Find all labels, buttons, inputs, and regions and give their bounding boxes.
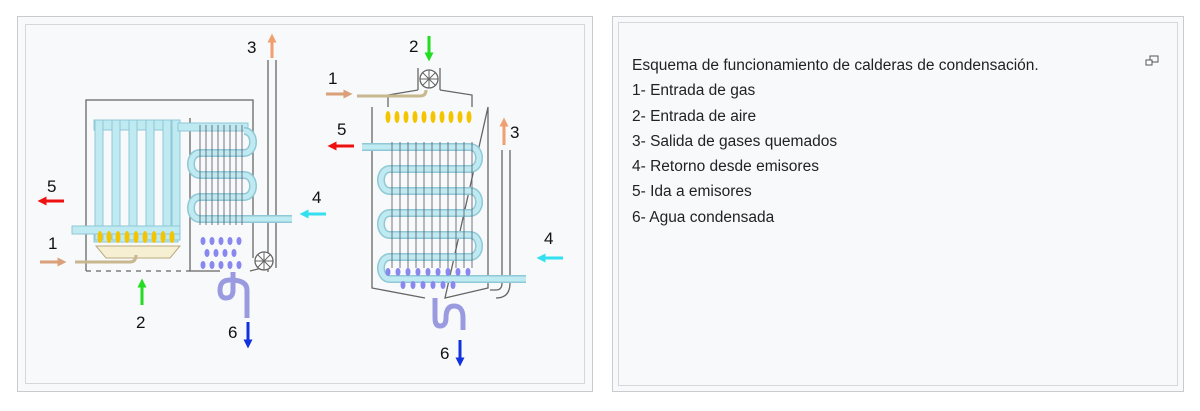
left-label-5: 5: [47, 177, 56, 196]
right-flue-pipe: [490, 150, 511, 299]
caption-item: 1- Entrada de gas: [632, 82, 756, 100]
magnify-icon[interactable]: [1145, 55, 1159, 67]
condensing-boiler-diagram[interactable]: 3 5 4 1 2 6 2 1 5 3 4 6: [0, 0, 600, 411]
caption-item: 4- Retorno desde emisores: [632, 158, 819, 176]
left-radiator: [71, 119, 292, 243]
diagram-panel: [17, 16, 593, 392]
left-label-1: 1: [48, 234, 57, 253]
left-label-3: 3: [247, 38, 256, 57]
right-fins: [391, 142, 473, 268]
left-label-2: 2: [136, 313, 145, 332]
right-label-2: 2: [409, 37, 418, 56]
caption-item: 6- Agua condensada: [632, 208, 775, 226]
right-label-5: 5: [337, 120, 346, 139]
right-condensate-drops-icon: [385, 268, 471, 289]
right-label-1: 1: [328, 69, 337, 88]
caption-item: 3- Salida de gases quemados: [632, 132, 838, 150]
caption-item: 5- Ida a emisores: [632, 183, 752, 201]
figure-caption: Esquema de funcionamiento de calderas de…: [632, 53, 1039, 230]
left-fins: [199, 125, 243, 225]
left-label-6: 6: [228, 323, 237, 342]
left-burner: [75, 231, 182, 264]
caption-title: Esquema de funcionamiento de calderas de…: [632, 57, 1039, 74]
caption-item: 2- Entrada de aire: [632, 107, 757, 125]
right-siphon: [432, 298, 466, 330]
right-flames-icon: [385, 111, 472, 123]
right-label-3: 3: [510, 123, 519, 142]
left-condensate-drops-icon: [200, 237, 242, 269]
left-flue-pipe: [267, 60, 277, 272]
left-label-4: 4: [312, 188, 321, 207]
right-label-6: 6: [440, 344, 449, 363]
left-boiler: [85, 60, 277, 272]
right-coil: [362, 143, 526, 283]
right-gas-pipe: [357, 89, 428, 98]
left-flames-icon: [97, 231, 175, 243]
left-siphon: [217, 272, 250, 318]
caption-panel: [612, 16, 1184, 392]
right-label-4: 4: [544, 229, 553, 248]
right-boiler: [371, 68, 511, 299]
